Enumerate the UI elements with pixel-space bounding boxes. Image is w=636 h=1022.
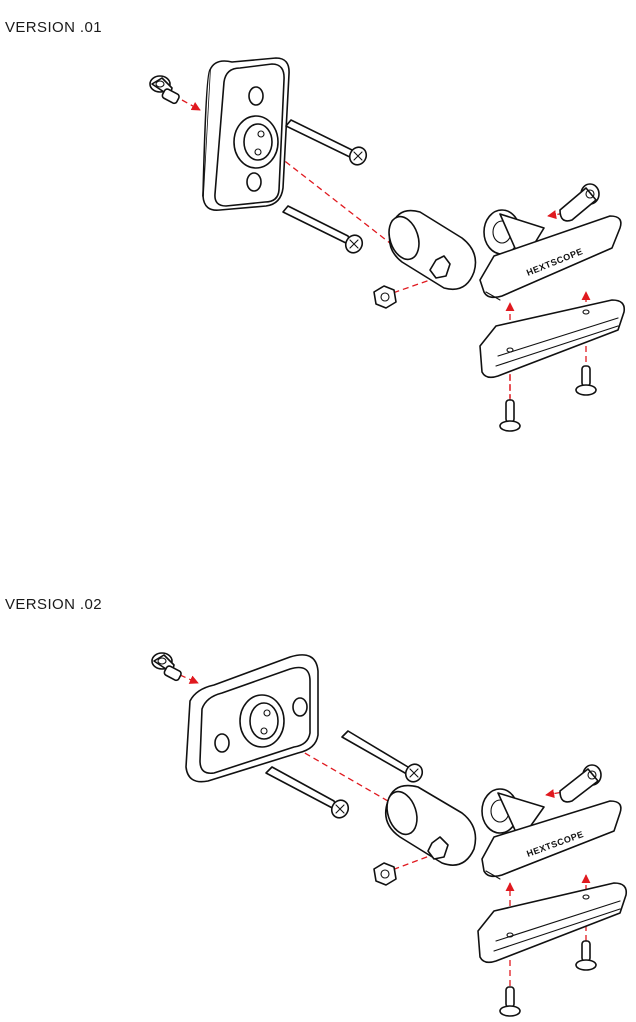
long-screw-lower [265, 766, 350, 819]
rivet-pin-right [575, 940, 597, 971]
wall-plate [185, 654, 319, 783]
rivet-pin-left [499, 399, 521, 432]
wall-plate [202, 57, 290, 212]
ball-joint [384, 784, 477, 866]
long-screw-lower [282, 205, 364, 254]
cap-screw [151, 652, 182, 682]
clamp-cap-screw [559, 183, 600, 222]
long-screw-upper [341, 730, 424, 783]
rail-clamp: HEXTSCOPE [479, 209, 622, 301]
cap-screw [149, 75, 180, 105]
clamp-cap-screw [559, 764, 602, 803]
rivet-pin-right [575, 365, 597, 396]
ball-joint [388, 209, 477, 291]
version-01-label: VERSION .01 [5, 19, 102, 36]
version-01-exploded-diagram: HEXTSCOPE [149, 57, 626, 432]
long-screw-upper [285, 119, 368, 166]
version-02-exploded-diagram: HEXTSCOPE [151, 652, 628, 1017]
hex-nut [373, 862, 397, 886]
version-02-label: VERSION .02 [5, 596, 102, 613]
rail-base [477, 882, 628, 964]
rivet-pin-left [499, 986, 521, 1017]
hex-nut [373, 285, 397, 309]
rail-base [479, 299, 626, 379]
rail-clamp: HEXTSCOPE [481, 788, 622, 880]
